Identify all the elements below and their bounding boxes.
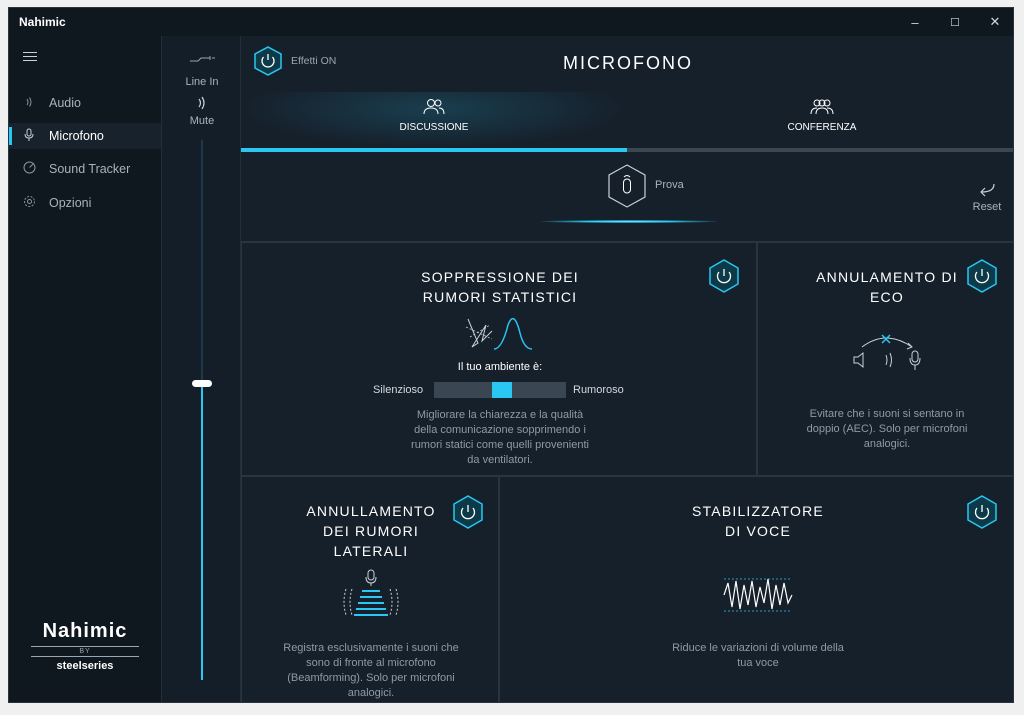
tab-label: CONFERENZA [787,122,857,133]
microphone-icon [9,128,49,145]
minimize-button[interactable]: – [911,14,919,30]
sidebar-item-label: Audio [49,96,81,110]
title-line: DEI RUMORI [323,523,419,539]
inactive-tab-indicator [627,148,1013,152]
sidebar: Audio Microfono Sound Tracker Opzioni Na… [9,36,161,702]
title-line: DI VOCE [725,523,791,539]
page-title: MICROFONO [563,53,693,73]
ambient-slider-thumb[interactable] [492,382,512,398]
noise-wave-icon [465,317,533,350]
title-line: LATERALI [333,543,409,559]
brand-by: BY [31,646,139,657]
echo-cancel-icon [853,334,921,370]
noise-description: Migliorare la chiarezza e la qualità del… [242,408,758,468]
title-line: RUMORI STATISTICI [422,289,578,305]
active-tab-indicator [241,148,627,152]
desc-line: Evitare che i suoni si sentano in [809,408,965,420]
volume-column: Line In Mute [161,36,241,702]
sidebar-item-microfono[interactable]: Microfono [9,123,161,149]
noise-card-title: SOPPRESSIONE DEI RUMORI STATISTICI [242,267,758,307]
ambient-label: Il tuo ambiente è: [457,361,543,373]
desc-line: Riduce le variazioni di volume della [672,642,844,654]
beam-description: Registra esclusivamente i suoni che sono… [242,641,500,701]
prova-test-button[interactable] [607,164,647,208]
mute-label[interactable]: Mute [189,115,215,127]
brand-name: Nahimic [42,620,128,642]
effects-power-button[interactable] [253,46,283,76]
tab-conferenza[interactable]: CONFERENZA [629,92,1013,148]
sidebar-item-audio[interactable]: Audio [9,90,161,116]
sidebar-item-label: Opzioni [49,196,92,210]
voice-description: Riduce le variazioni di volume della tua… [500,641,1013,671]
reset-arrow-icon [980,183,995,197]
line-in-jack-icon [188,52,216,70]
volume-slider-thumb[interactable] [192,380,212,387]
desc-line: della comunicazione sopprimendo i [414,424,586,436]
header: Effetti ON MICROFONO DISCUSSIONE CONFERE… [241,36,1013,152]
card-beamforming: ANNULLAMENTO DEI RUMORI LATERALI Registr… [241,476,500,702]
card-noise-suppression: SOPPRESSIONE DEI RUMORI STATISTICI Il tu… [241,242,757,476]
window-title: Nahimic [19,15,66,29]
prova-level-glow [541,220,717,223]
beam-power-button[interactable] [452,495,484,529]
sidebar-item-sound-tracker[interactable]: Sound Tracker [9,156,161,182]
desc-line: analogici. [863,438,911,450]
echo-description: Evitare che i suoni si sentano in doppio… [758,407,1013,452]
effects-label: Effetti ON [291,55,337,67]
title-bar: Nahimic – ☐ ✕ [9,8,1013,36]
desc-line: doppio (AEC). Solo per microfoni [806,423,968,435]
discussion-people-icon [423,99,445,115]
reset-button[interactable]: Reset [967,182,1007,213]
radar-icon [9,161,49,177]
app-window: Nahimic – ☐ ✕ Audio Microfono Sound Trac… [8,7,1014,703]
desc-line: Registra esclusivamente i suoni che [283,642,459,654]
close-button[interactable]: ✕ [989,14,1001,29]
volume-slider-track[interactable] [201,140,203,680]
brand-logo: Nahimic BY steelseries [31,620,139,672]
hamburger-menu-icon[interactable] [23,52,37,62]
title-line: ANNULAMENTO DI [816,269,958,285]
desc-line: (Beamforming). Solo per microfoni [287,672,455,684]
echo-card-title: ANNULAMENTO DI ECO [758,267,1013,307]
device-input-label: Line In [185,76,219,88]
title-line: ECO [870,289,904,305]
brand-partner: steelseries [56,660,114,672]
card-voice-stabilizer: STABILIZZATORE DI VOCE Riduce le variazi… [499,476,1013,702]
prova-label: Prova [655,179,684,191]
sidebar-item-label: Sound Tracker [49,162,131,176]
main-panel: Effetti ON MICROFONO DISCUSSIONE CONFERE… [241,36,1013,702]
beamforming-icon [343,569,399,616]
desc-line: rumori statici come quelli provenienti [411,439,589,451]
title-line: STABILIZZATORE [692,503,824,519]
conference-people-icon [810,99,834,115]
tab-discussione[interactable]: DISCUSSIONE [241,92,627,148]
voice-wave-icon [723,578,793,612]
volume-slider-fill [201,383,203,680]
voice-power-button[interactable] [966,495,998,529]
desc-line: tua voce [737,657,779,669]
noise-power-button[interactable] [708,259,740,293]
title-line: ANNULLAMENTO [306,503,436,519]
desc-line: da ventilatori. [467,454,533,466]
quiet-label: Silenzioso [373,384,424,396]
echo-power-button[interactable] [966,259,998,293]
prova-panel: Prova Reset [241,152,1013,242]
sidebar-item-label: Microfono [49,129,104,143]
noisy-label: Rumoroso [573,384,624,396]
speaker-waves-icon [9,96,49,111]
desc-line: analogici. [347,687,395,699]
mute-toggle-icon[interactable] [196,96,208,115]
tab-label: DISCUSSIONE [399,122,469,133]
ambient-slider[interactable] [434,382,566,398]
reset-label: Reset [972,201,1002,213]
gear-icon [9,195,49,211]
desc-line: Migliorare la chiarezza e la qualità [416,409,584,421]
voice-card-title: STABILIZZATORE DI VOCE [500,501,1013,541]
card-echo-cancellation: ANNULAMENTO DI ECO Evitare che i suoni s… [757,242,1013,476]
beam-card-title: ANNULLAMENTO DEI RUMORI LATERALI [242,501,500,561]
desc-line: sono di fronte al microfono [306,657,436,669]
title-line: SOPPRESSIONE DEI [421,269,579,285]
sidebar-item-opzioni[interactable]: Opzioni [9,190,161,216]
maximize-button[interactable]: ☐ [950,16,960,29]
